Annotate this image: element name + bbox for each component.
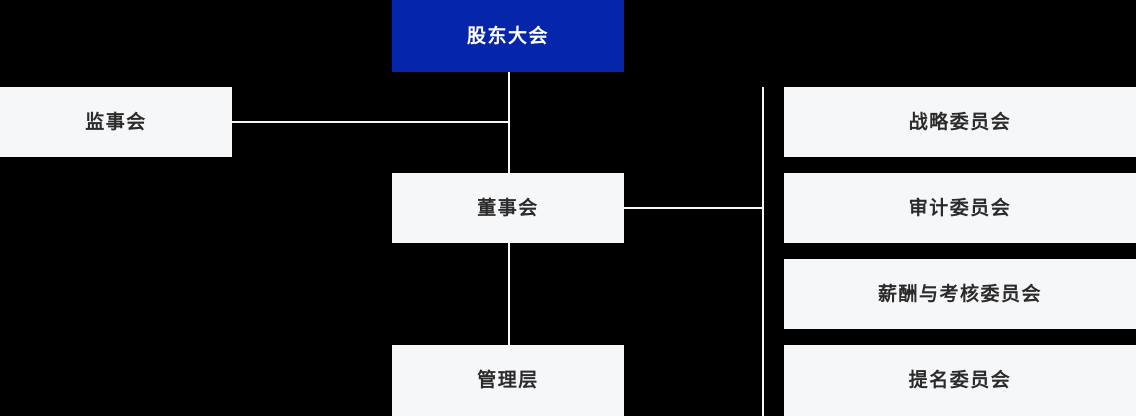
node-committee-strategy-label: 战略委员会 [908, 111, 1012, 133]
connector-supervisors-to-trunk [232, 121, 510, 123]
node-committee-remuneration-label: 薪酬与考核委员会 [877, 283, 1042, 305]
node-committee-audit[interactable]: 审计委员会 [784, 173, 1136, 243]
node-committee-remuneration[interactable]: 薪酬与考核委员会 [784, 259, 1136, 329]
node-management[interactable]: 管理层 [392, 345, 624, 416]
node-shareholders-meeting-label: 股东大会 [466, 25, 549, 47]
node-committee-audit-label: 审计委员会 [908, 197, 1012, 219]
connector-board-to-management [508, 243, 510, 345]
connector-committee-spine [762, 87, 764, 416]
node-board-of-supervisors-label: 监事会 [85, 111, 147, 133]
node-committee-nomination[interactable]: 提名委员会 [784, 345, 1136, 416]
node-board-of-directors[interactable]: 董事会 [392, 173, 624, 243]
node-committee-strategy[interactable]: 战略委员会 [784, 87, 1136, 157]
node-board-of-directors-label: 董事会 [477, 197, 539, 219]
node-committee-nomination-label: 提名委员会 [908, 370, 1012, 391]
node-board-of-supervisors[interactable]: 监事会 [0, 87, 232, 157]
node-shareholders-meeting[interactable]: 股东大会 [392, 0, 624, 72]
node-management-label: 管理层 [477, 370, 539, 391]
connector-board-to-committees [624, 207, 764, 209]
